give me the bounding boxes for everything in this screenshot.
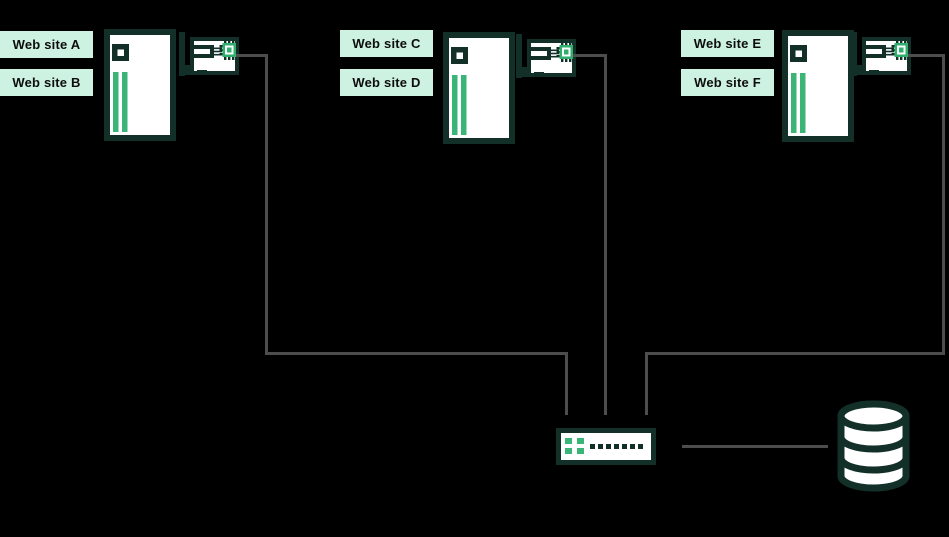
site-label-d: Web site D	[340, 69, 433, 96]
connector-server1-drop	[265, 54, 268, 355]
site-label-a: Web site A	[0, 31, 93, 58]
site-label-f: Web site F	[681, 69, 774, 96]
connector-server2-to-switch	[604, 54, 607, 415]
database-icon	[837, 400, 910, 492]
network-card-icon	[179, 32, 239, 76]
connector-server2-stub	[573, 54, 607, 57]
connector-switch-to-database	[682, 445, 828, 448]
server-tower-icon	[782, 30, 854, 142]
network-card-icon	[516, 34, 576, 78]
connector-server1-stub	[236, 54, 268, 57]
connector-server3-run	[645, 352, 945, 355]
server-tower-icon	[104, 29, 176, 141]
network-switch-icon	[556, 428, 656, 465]
connector-server1-run	[265, 352, 568, 355]
site-label-c: Web site C	[340, 30, 433, 57]
network-card-icon	[851, 32, 911, 76]
connector-server3-to-switch	[645, 352, 648, 415]
connector-server3-drop	[942, 54, 945, 355]
connector-server3-stub	[908, 54, 945, 57]
connector-server1-to-switch	[565, 352, 568, 415]
server-tower-icon	[443, 32, 515, 144]
site-label-e: Web site E	[681, 30, 774, 57]
site-label-b: Web site B	[0, 69, 93, 96]
